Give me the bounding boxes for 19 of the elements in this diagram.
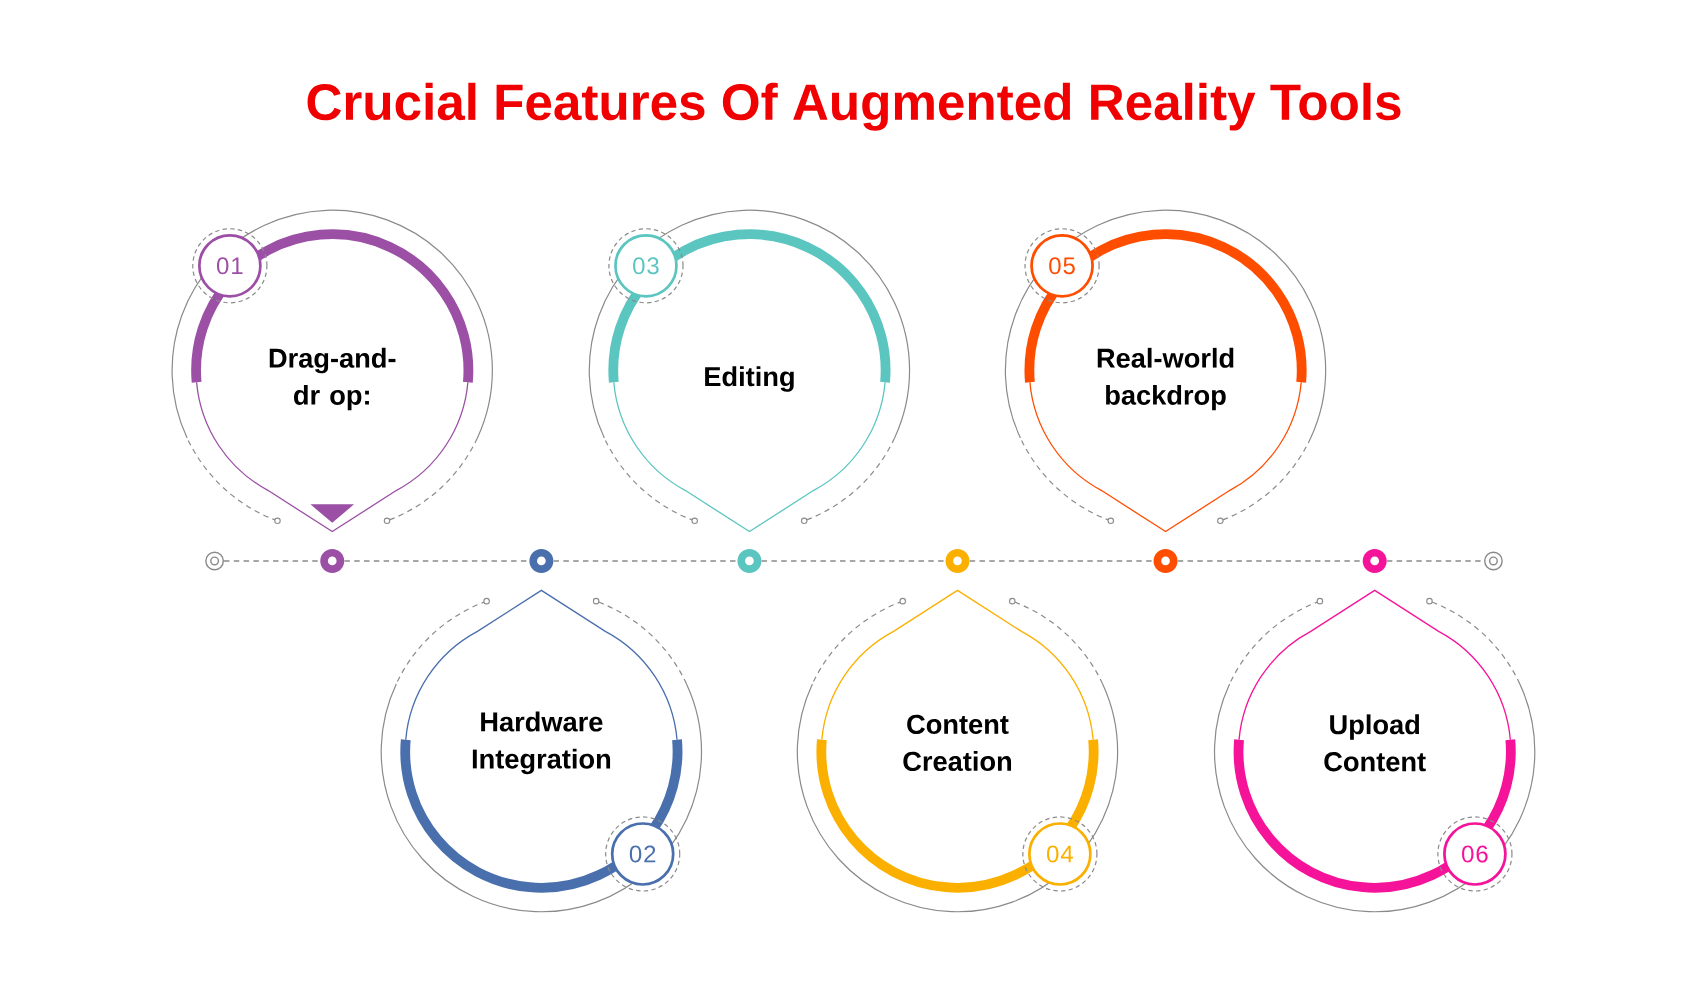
timeline-line (552, 560, 738, 562)
timeline-line (223, 560, 321, 562)
node-label: Upload Content (1324, 714, 1426, 772)
timeline-dot (737, 549, 762, 573)
timeline-dot (945, 549, 970, 573)
timeline-dot (529, 549, 554, 573)
timeline-dot (1153, 549, 1178, 573)
node-label: Editing (705, 366, 794, 392)
node-label: Hardware Integration (472, 711, 611, 775)
timeline-line (760, 560, 946, 562)
timeline-dot (320, 549, 345, 573)
node-label: Real-world backdrop (1097, 347, 1234, 411)
timeline-dot (1484, 551, 1503, 571)
title: Crucial Features Of Augmented Reality Tools (307, 82, 1401, 131)
node-label: Content Creation (903, 714, 1012, 772)
timeline-dot (205, 551, 225, 571)
timeline-dot (1362, 549, 1387, 573)
node-label: Drag-and-dr op: (269, 347, 396, 411)
timeline-line (969, 560, 1155, 562)
